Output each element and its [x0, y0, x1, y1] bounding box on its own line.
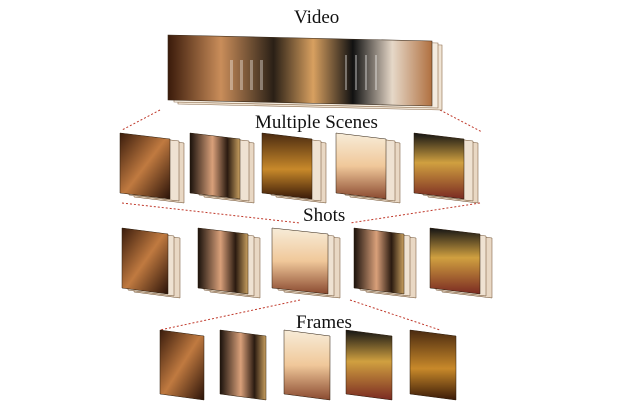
connector-scenes-shots-right	[349, 202, 481, 224]
level-label-frames: Frames	[296, 312, 352, 333]
shot-thumb-4	[353, 227, 417, 299]
scenes-row	[119, 132, 479, 204]
connector-scenes-shots-left	[121, 202, 301, 224]
frame-thumb-5	[409, 329, 457, 401]
frame-thumb-3	[283, 329, 331, 401]
scene-thumb-3	[261, 132, 327, 204]
shot-thumb-2	[197, 227, 261, 299]
shot-thumb-3	[271, 227, 341, 299]
frame-thumb-2	[219, 329, 267, 401]
level-label-video: Video	[294, 7, 340, 28]
video-strip	[167, 34, 443, 111]
shot-thumb-5	[429, 227, 493, 299]
connector-video-scenes-right	[439, 109, 483, 133]
connector-video-scenes-left	[121, 109, 161, 131]
scene-thumb-5	[413, 132, 479, 204]
connector-shots-frames-right	[349, 299, 441, 331]
shots-row	[121, 227, 493, 299]
frame-thumb-1	[159, 329, 205, 401]
level-label-scenes: Multiple Scenes	[255, 112, 378, 133]
connector-lines	[121, 109, 483, 331]
scene-thumb-2	[189, 132, 255, 204]
level-label-shots: Shots	[303, 205, 346, 226]
scene-thumb-4	[335, 132, 401, 204]
connector-shots-frames-left	[159, 299, 301, 331]
scene-thumb-1	[119, 132, 185, 204]
shot-thumb-1	[121, 227, 181, 299]
frames-row	[159, 329, 457, 401]
frame-thumb-4	[345, 329, 393, 401]
